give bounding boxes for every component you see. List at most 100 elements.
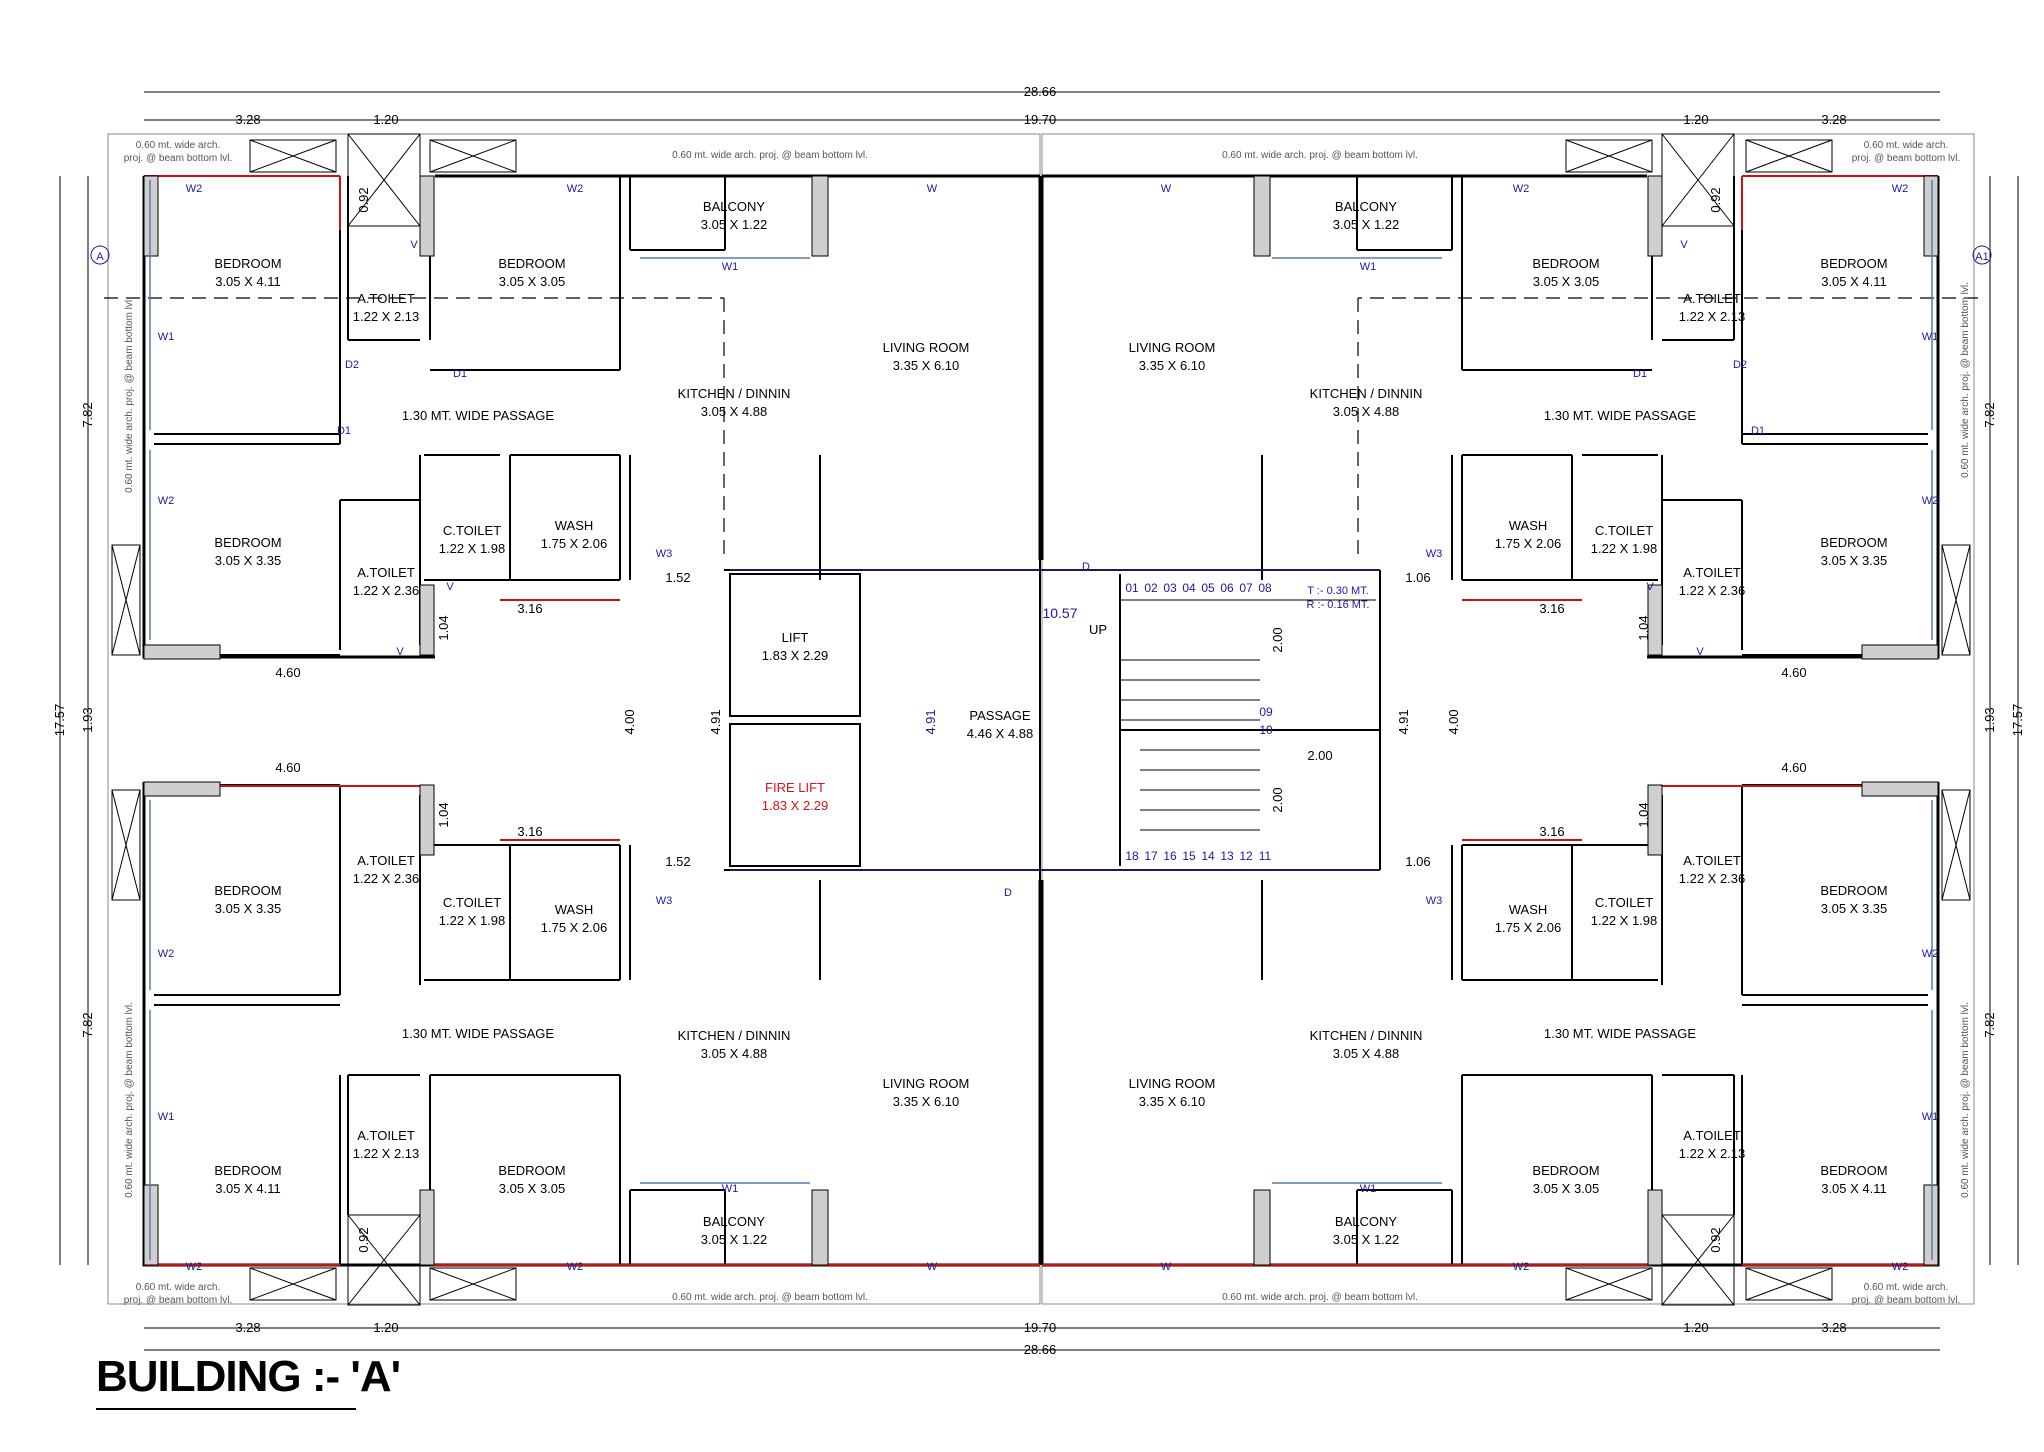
dim-316-br: 3.16 (1539, 824, 1564, 839)
room-bedroom-tr3: BEDROOM (1820, 535, 1887, 550)
room-living-bl: LIVING ROOM (883, 1076, 970, 1091)
tag-v: V (410, 239, 418, 251)
tag-v: V (1680, 239, 1688, 251)
stair-step: 07 (1239, 581, 1253, 595)
room-bedroom-tr2: BEDROOM (1532, 256, 1599, 271)
room-atoilet-tl2-size: 1.22 X 2.36 (353, 583, 420, 598)
stair-step: 13 (1220, 849, 1234, 863)
room-atoilet-bl1: A.TOILET (357, 853, 415, 868)
room-bedroom-tr3-size: 3.05 X 3.35 (1821, 553, 1888, 568)
tag-w1: W1 (1360, 261, 1377, 273)
room-living-tr: LIVING ROOM (1129, 340, 1216, 355)
room-balcony-bl-size: 3.05 X 1.22 (701, 1232, 768, 1247)
tag-v: V (446, 581, 454, 593)
page-title: BUILDING :- 'A' (96, 1352, 401, 1401)
tag-w1: W1 (1922, 1111, 1939, 1123)
tag-w3: W3 (656, 895, 673, 907)
room-balcony-tr-size: 3.05 X 1.22 (1333, 217, 1400, 232)
room-atoilet-bl2-size: 1.22 X 2.13 (353, 1146, 420, 1161)
room-ctoilet-tl-size: 1.22 X 1.98 (439, 541, 506, 556)
note-arch-left-bottom: 0.60 mt. wide arch. proj. @ beam bottom … (124, 1002, 135, 1198)
room-balcony-tl: BALCONY (703, 199, 765, 214)
dim-106-b: 1.06 (1405, 854, 1430, 869)
room-wash-br: WASH (1509, 902, 1548, 917)
room-bedroom-tl1: BEDROOM (214, 256, 281, 271)
tag-d1: D1 (453, 368, 467, 380)
room-kitchen-bl: KITCHEN / DINNIN (678, 1028, 791, 1043)
note-arch-tl-1: 0.60 mt. wide arch. (136, 140, 220, 151)
dim-491-m: 4.91 (923, 709, 938, 734)
room-atoilet-tr1-size: 1.22 X 2.13 (1679, 309, 1746, 324)
room-bedroom-bl3: BEDROOM (498, 1163, 565, 1178)
room-balcony-tl-size: 3.05 X 1.22 (701, 217, 768, 232)
dim-corridor: 10.57 (1042, 605, 1077, 621)
room-kitchen-tr-size: 3.05 X 4.88 (1333, 404, 1400, 419)
tag-w3: W3 (656, 548, 673, 560)
stair-step: 12 (1239, 849, 1253, 863)
tag-d: D (1082, 561, 1090, 573)
note-arch-right-top: 0.60 mt. wide arch. proj. @ beam bottom … (1960, 282, 1971, 478)
dim-400-r: 4.00 (1446, 709, 1461, 734)
dim-wing-right-top: 7.82 (1982, 402, 1997, 427)
dim-092-bl: 0.92 (356, 1227, 371, 1252)
dim-200-b: 2.00 (1270, 787, 1285, 812)
dim-400-l: 4.00 (622, 709, 637, 734)
room-passage-core: PASSAGE (969, 708, 1031, 723)
tag-w3: W3 (1426, 548, 1443, 560)
stair-tread: T :- 0.30 MT. (1307, 585, 1369, 597)
dim-duct-br: 1.20 (1683, 1320, 1708, 1335)
note-arch-bottom-left: 0.60 mt. wide arch. proj. @ beam bottom … (672, 1292, 868, 1303)
tag-w2: W2 (186, 183, 203, 195)
tag-w1: W1 (1360, 1183, 1377, 1195)
stair-step: 17 (1144, 849, 1158, 863)
dim-depth-right: 17.57 (2010, 704, 2025, 737)
room-atoilet-br2-size: 1.22 X 2.13 (1679, 1146, 1746, 1161)
room-wash-tl: WASH (555, 518, 594, 533)
stair-step: 06 (1220, 581, 1234, 595)
dim-inner-bottom: 19.70 (1024, 1320, 1057, 1335)
room-bedroom-tl3-size: 3.05 X 3.35 (215, 553, 282, 568)
dim-491-r: 4.91 (1396, 709, 1411, 734)
tag-w2: W2 (567, 183, 584, 195)
tag-v: V (1696, 646, 1704, 658)
dim-overall-top: 28.66 (1024, 84, 1057, 99)
tag-w3: W3 (1426, 895, 1443, 907)
room-atoilet-tr2: A.TOILET (1683, 565, 1741, 580)
room-passage-br: 1.30 MT. WIDE PASSAGE (1544, 1026, 1697, 1041)
dim-491-l: 4.91 (708, 709, 723, 734)
stair-step: 01 (1125, 581, 1139, 595)
stair-step: 18 (1125, 849, 1139, 863)
note-arch-bl-2: proj. @ beam bottom lvl. (124, 1295, 233, 1306)
room-wash-bl-size: 1.75 X 2.06 (541, 920, 608, 935)
stair-step: 08 (1258, 581, 1272, 595)
room-bedroom-bl2-size: 3.05 X 4.11 (215, 1181, 281, 1196)
stair-up: UP (1089, 622, 1107, 637)
note-arch-br-1: 0.60 mt. wide arch. (1864, 1282, 1948, 1293)
room-wash-br-size: 1.75 X 2.06 (1495, 920, 1562, 935)
tag-w2: W2 (567, 1261, 584, 1273)
dim-092-br: 0.92 (1708, 1227, 1723, 1252)
tag-w1: W1 (158, 331, 175, 343)
note-arch-top-right: 0.60 mt. wide arch. proj. @ beam bottom … (1222, 150, 1418, 161)
dim-092-tl: 0.92 (356, 187, 371, 212)
room-wash-tr: WASH (1509, 518, 1548, 533)
tag-w: W (927, 1261, 938, 1273)
room-atoilet-tr2-size: 1.22 X 2.36 (1679, 583, 1746, 598)
room-atoilet-br1: A.TOILET (1683, 853, 1741, 868)
room-passage-bl: 1.30 MT. WIDE PASSAGE (402, 1026, 555, 1041)
dim-152-t: 1.52 (665, 570, 690, 585)
room-passage-core-size: 4.46 X 4.88 (967, 726, 1034, 741)
tag-w2: W2 (158, 948, 175, 960)
room-ctoilet-tr-size: 1.22 X 1.98 (1591, 541, 1658, 556)
axis-a-marker: A (96, 251, 104, 263)
tag-w1: W1 (158, 1111, 175, 1123)
room-atoilet-tl1-size: 1.22 X 2.13 (353, 309, 420, 324)
dim-460-br: 4.60 (1781, 760, 1806, 775)
room-wash-tl-size: 1.75 X 2.06 (541, 536, 608, 551)
note-arch-left-top: 0.60 mt. wide arch. proj. @ beam bottom … (124, 297, 135, 493)
room-living-tl-size: 3.35 X 6.10 (893, 358, 960, 373)
room-bedroom-tr1: BEDROOM (1820, 256, 1887, 271)
room-fire-lift: FIRE LIFT (765, 780, 825, 795)
stair-step: 15 (1182, 849, 1196, 863)
stair-step: 09 (1259, 705, 1273, 719)
